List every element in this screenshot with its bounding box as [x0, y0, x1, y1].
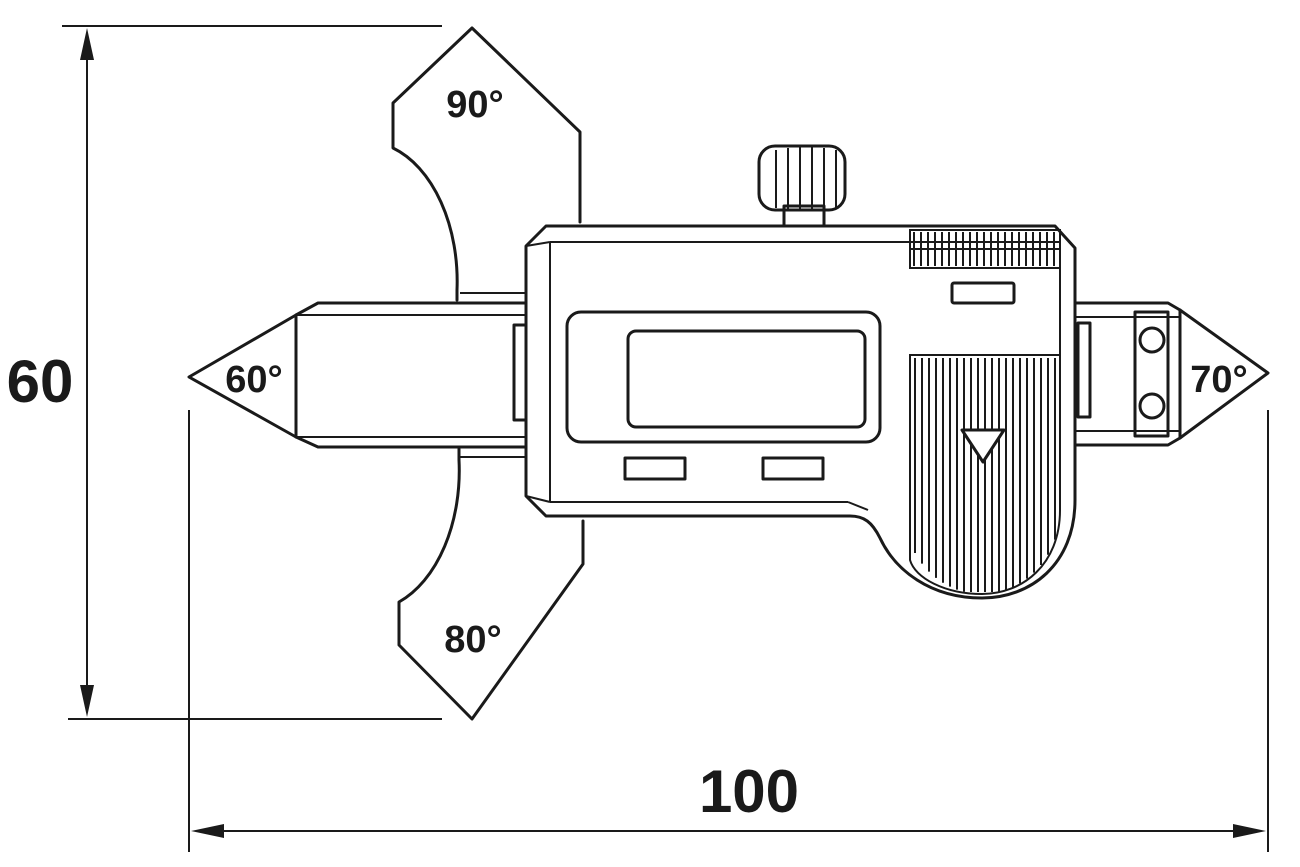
right-bar-screw-plate: [1133, 310, 1170, 438]
lcd-screen: [626, 329, 867, 429]
width-dimension: 100: [188, 410, 1269, 852]
mode-button[interactable]: [950, 281, 1016, 305]
width-arrow-left: [191, 824, 224, 838]
angle-label-right: 70°: [1190, 359, 1247, 401]
height-label: 60: [7, 348, 74, 415]
height-arrow-top: [80, 28, 94, 60]
right-bar-outline: [1073, 301, 1270, 447]
width-arrow-right: [1233, 824, 1266, 838]
thumb-wheel-knurl: [914, 358, 1056, 592]
body-outline: [524, 224, 1077, 600]
right-bar: [1073, 301, 1270, 447]
knob-cap: [757, 144, 847, 212]
body-corner-bl: [525, 495, 551, 503]
angle-plate: [391, 26, 585, 721]
adjustment-knob: [757, 144, 847, 228]
angle-label-bottom: 80°: [444, 619, 501, 661]
plate-bottom-lobe: [397, 447, 585, 721]
left-bar-outline: [187, 301, 528, 449]
width-label: 100: [699, 758, 799, 825]
height-dimension: 60: [7, 25, 442, 720]
zero-button[interactable]: [623, 456, 687, 481]
unit-button[interactable]: [761, 456, 825, 481]
pointer-triangle: [960, 428, 1006, 464]
top-grip-knurl: [910, 232, 1060, 266]
right-bar-screw-bottom: [1138, 392, 1166, 420]
body-inner-curve: [847, 501, 869, 511]
height-arrow-bottom: [80, 685, 94, 717]
thumb-wheel-outline: [909, 354, 1061, 596]
digital-body: [524, 224, 1077, 600]
angle-label-left: 60°: [225, 359, 282, 401]
display-bezel: [565, 310, 882, 444]
right-bar-screw-top: [1138, 326, 1166, 354]
plate-top-lobe: [391, 26, 582, 302]
right-slide-tab: [1076, 321, 1092, 419]
angle-label-top: 90°: [446, 84, 503, 126]
body-corner-tl: [525, 241, 551, 247]
